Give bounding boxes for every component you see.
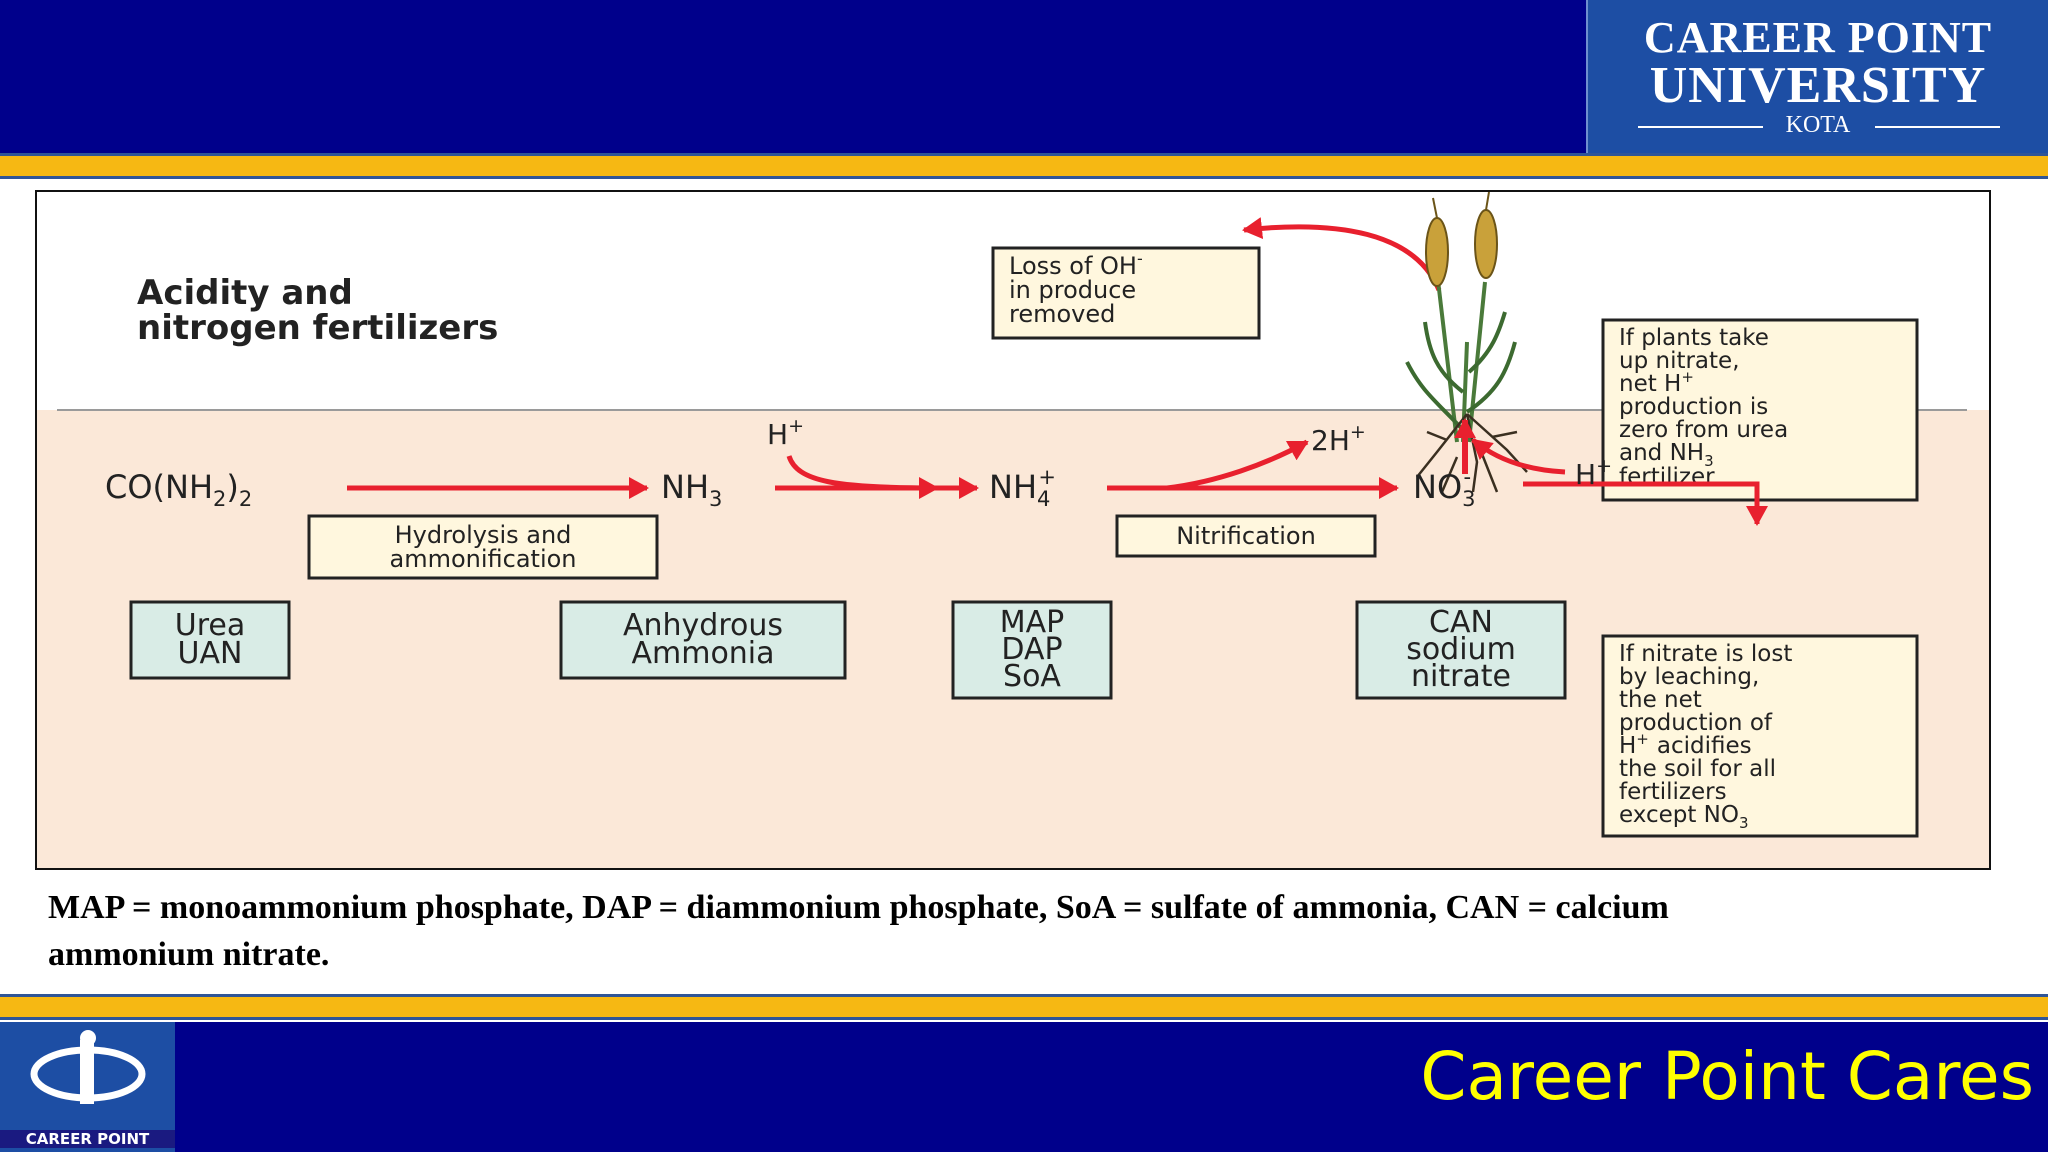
caption-line-2: ammonium nitrate. bbox=[48, 936, 330, 973]
nitrate-formula: NO3- bbox=[1413, 465, 1476, 511]
leach-line-5: H bbox=[1619, 733, 1636, 759]
h-plus-uptake: H+ bbox=[1575, 455, 1612, 491]
plant-illustration bbox=[1405, 192, 1528, 493]
fertilizer-anhydrous-line-2: Ammonia bbox=[631, 636, 774, 671]
arrow-leaching bbox=[1523, 481, 1768, 526]
h-plus-input: H+ bbox=[767, 415, 804, 451]
diagram-frame: Acidity and nitrogen fertilizers Loss of… bbox=[35, 190, 1991, 870]
leach-line-1: If nitrate is lost bbox=[1619, 641, 1792, 667]
diagram-title-line-1: Acidity and bbox=[137, 273, 353, 313]
fertilizer-urea-line-1: Urea bbox=[175, 608, 245, 643]
bottom-stripe bbox=[0, 994, 2048, 1020]
uptake-line-3: net H bbox=[1619, 371, 1681, 397]
fertilizer-box-can: CAN sodium nitrate bbox=[1355, 600, 1567, 700]
ammonia-formula: NH3 bbox=[661, 468, 722, 511]
diagram-title-line-2: nitrogen fertilizers bbox=[137, 308, 498, 348]
career-point-emblem-icon bbox=[30, 1030, 146, 1104]
nitrate-leaching-note: If nitrate is lost by leaching, the net … bbox=[1601, 634, 1919, 838]
hydrolysis-line-1: Hydrolysis and bbox=[395, 521, 572, 549]
ammonium-formula: NH4+ bbox=[989, 465, 1056, 511]
svg-text:H+acidifies: H+ acidifies bbox=[1619, 730, 1752, 759]
fertilizer-soa: SoA bbox=[1003, 659, 1061, 694]
uptake-line-6: and NH bbox=[1619, 440, 1704, 466]
uptake-plus: + bbox=[1681, 368, 1694, 386]
university-logo: CAREER POINT UNIVERSITY KOTA bbox=[1586, 0, 2048, 155]
leach-line-6: the soil for all bbox=[1619, 756, 1776, 782]
loss-line-1: Loss of OH bbox=[1009, 252, 1137, 280]
svg-text:and NH3: and NH3 bbox=[1619, 440, 1714, 470]
loss-sup: - bbox=[1137, 249, 1143, 268]
logo-line-1: CAREER POINT bbox=[1643, 13, 1993, 62]
uptake-line-5: zero from urea bbox=[1619, 417, 1788, 443]
h-plus-in-arrow bbox=[786, 455, 939, 499]
fertilizer-map: MAP bbox=[1000, 605, 1065, 640]
career-point-logo: CAREER POINT bbox=[0, 1022, 175, 1152]
nitrification-process-label: Nitrification bbox=[1115, 514, 1377, 558]
leach-line-2: by leaching, bbox=[1619, 664, 1759, 690]
uptake-line-1: If plants take bbox=[1619, 325, 1769, 351]
logo-subtitle: KOTA bbox=[1785, 112, 1851, 138]
nitrogen-acidity-diagram: Acidity and nitrogen fertilizers Loss of… bbox=[37, 192, 1989, 868]
leach-plus: + bbox=[1636, 730, 1649, 748]
fertilizer-can: CAN bbox=[1429, 605, 1493, 640]
fertilizer-box-urea: Urea UAN bbox=[129, 600, 291, 680]
fertilizer-dap: DAP bbox=[1001, 632, 1062, 667]
logo-rule-right bbox=[1875, 126, 2000, 128]
two-h-plus-out-arrow bbox=[1166, 439, 1309, 491]
svg-text:net H+: net H+ bbox=[1619, 368, 1694, 397]
h-plus-uptake-arrow bbox=[1471, 438, 1566, 475]
top-stripe bbox=[0, 153, 2048, 179]
leach-line-3: the net bbox=[1619, 687, 1702, 713]
leach-line-8: except NO bbox=[1619, 802, 1739, 828]
loss-oh-note: Loss of OH- in produce removed bbox=[991, 246, 1261, 340]
nitrification-text: Nitrification bbox=[1176, 522, 1316, 550]
fertilizer-box-anhydrous: Anhydrous Ammonia bbox=[559, 600, 847, 680]
loss-line-3: removed bbox=[1009, 300, 1115, 328]
abbreviation-caption: MAP = monoammonium phosphate, DAP = diam… bbox=[48, 884, 2008, 978]
fertilizer-nitrate: nitrate bbox=[1411, 659, 1511, 694]
career-point-logo-text: CAREER POINT bbox=[0, 1130, 175, 1148]
svg-text:except NO3: except NO3 bbox=[1619, 802, 1749, 832]
footer-bar bbox=[0, 1022, 2048, 1152]
logo-rule-left bbox=[1638, 126, 1763, 128]
urea-formula: CO(NH2)2 bbox=[105, 468, 252, 511]
leach-line-7: fertilizers bbox=[1619, 779, 1727, 805]
fertilizer-sodium: sodium bbox=[1406, 632, 1516, 667]
two-h-plus-output: 2H+ bbox=[1311, 421, 1366, 457]
fertilizer-box-map-dap-soa: MAP DAP SoA bbox=[951, 600, 1113, 700]
footer-slogan: Career Point Cares bbox=[1420, 1038, 2034, 1115]
uptake-line-4: production is bbox=[1619, 394, 1768, 420]
fertilizer-anhydrous-line-1: Anhydrous bbox=[623, 608, 783, 643]
caption-line-1: MAP = monoammonium phosphate, DAP = diam… bbox=[48, 889, 1669, 926]
leach-line-4: production of bbox=[1619, 710, 1773, 736]
uptake-line-2: up nitrate, bbox=[1619, 348, 1740, 374]
hydrolysis-process-label: Hydrolysis and ammonification bbox=[307, 514, 659, 580]
hydrolysis-line-2: ammonification bbox=[389, 545, 576, 573]
logo-line-2: UNIVERSITY bbox=[1649, 57, 1987, 114]
loss-line-2: in produce bbox=[1009, 276, 1136, 304]
nitrate-uptake-note: If plants take up nitrate, net H+ produc… bbox=[1601, 318, 1919, 502]
leach-line-5b: acidifies bbox=[1657, 733, 1752, 759]
svg-text:Loss of OH-: Loss of OH- bbox=[1009, 249, 1143, 280]
fertilizer-urea-line-2: UAN bbox=[178, 636, 243, 671]
loss-arrow bbox=[1242, 217, 1442, 291]
